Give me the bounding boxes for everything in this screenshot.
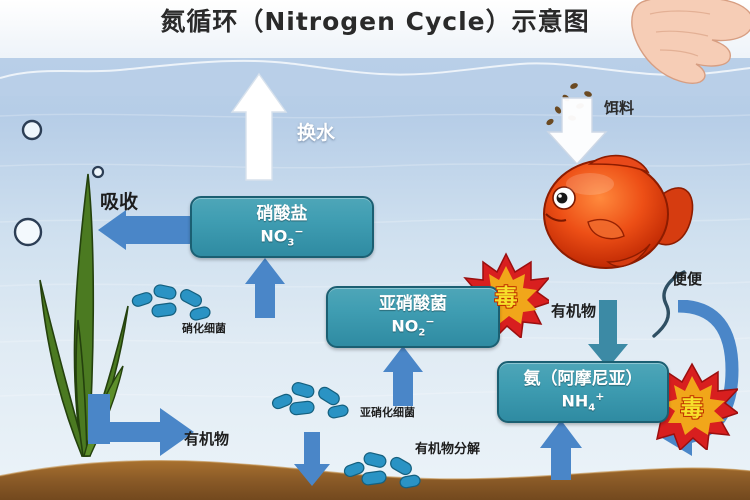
starburst-icon bbox=[646, 362, 738, 450]
nitrite-to-nitrate-arrow-icon bbox=[245, 258, 285, 318]
nitrite-box[interactable]: 亚硝酸菌 NO2− bbox=[326, 286, 500, 348]
organic-matter-elbow-arrow-icon bbox=[88, 394, 194, 456]
poison-badge-ammonia: 毒 bbox=[646, 362, 738, 450]
organic-to-ammonia-arrow-icon bbox=[540, 420, 582, 480]
fish-waste-arrow-icon bbox=[588, 300, 628, 368]
nitrite-name: 亚硝酸菌 bbox=[379, 293, 447, 314]
ammonia-name: 氨（阿摩尼亚） bbox=[523, 368, 643, 389]
water-change-arrow-icon bbox=[230, 72, 288, 181]
page-title: 氮循环（Nitrogen Cycle）示意图 bbox=[160, 7, 590, 36]
feed-label: 饵料 bbox=[604, 99, 635, 117]
nitrate-name: 硝酸盐 bbox=[256, 203, 308, 224]
absorption-arrow-icon bbox=[98, 210, 192, 250]
nitrite-formula: NO2− bbox=[391, 315, 435, 339]
poison-label: 毒 bbox=[494, 285, 518, 311]
bacteria-cluster-icon bbox=[343, 452, 421, 489]
absorption-label: 吸收 bbox=[100, 191, 139, 213]
organic-matter-left-label: 有机物 bbox=[184, 430, 230, 448]
nitrate-formula: NO3− bbox=[260, 225, 304, 249]
bacteria-cluster-icon bbox=[131, 284, 211, 321]
nitrosifying-bacteria-label: 亚硝化细菌 bbox=[360, 406, 415, 419]
water-change-label: 换水 bbox=[297, 122, 336, 144]
organic-decomposition-label: 有机物分解 bbox=[415, 442, 481, 457]
ammonia-to-nitrite-arrow-icon bbox=[383, 346, 423, 406]
fish-icon bbox=[543, 154, 694, 269]
ammonia-box[interactable]: 氨（阿摩尼亚） NH4+ bbox=[497, 361, 669, 423]
water-surface-icon bbox=[0, 59, 750, 96]
decomposition-arrow-icon bbox=[294, 432, 330, 486]
poison-label: 毒 bbox=[680, 396, 704, 422]
ammonia-formula: NH4+ bbox=[561, 390, 605, 414]
nitrate-box[interactable]: 硝酸盐 NO3− bbox=[190, 196, 374, 258]
hand-icon bbox=[631, 0, 750, 84]
bubble-icon bbox=[13, 119, 105, 247]
feed-arrow-icon bbox=[546, 97, 608, 166]
organic-matter-right-label: 有机物 bbox=[551, 302, 597, 320]
bacteria-cluster-icon bbox=[271, 382, 349, 419]
poop-label: 便便 bbox=[672, 270, 703, 288]
poop-trail-icon bbox=[652, 270, 686, 338]
nitrifying-bacteria-label: 硝化细菌 bbox=[182, 322, 226, 335]
